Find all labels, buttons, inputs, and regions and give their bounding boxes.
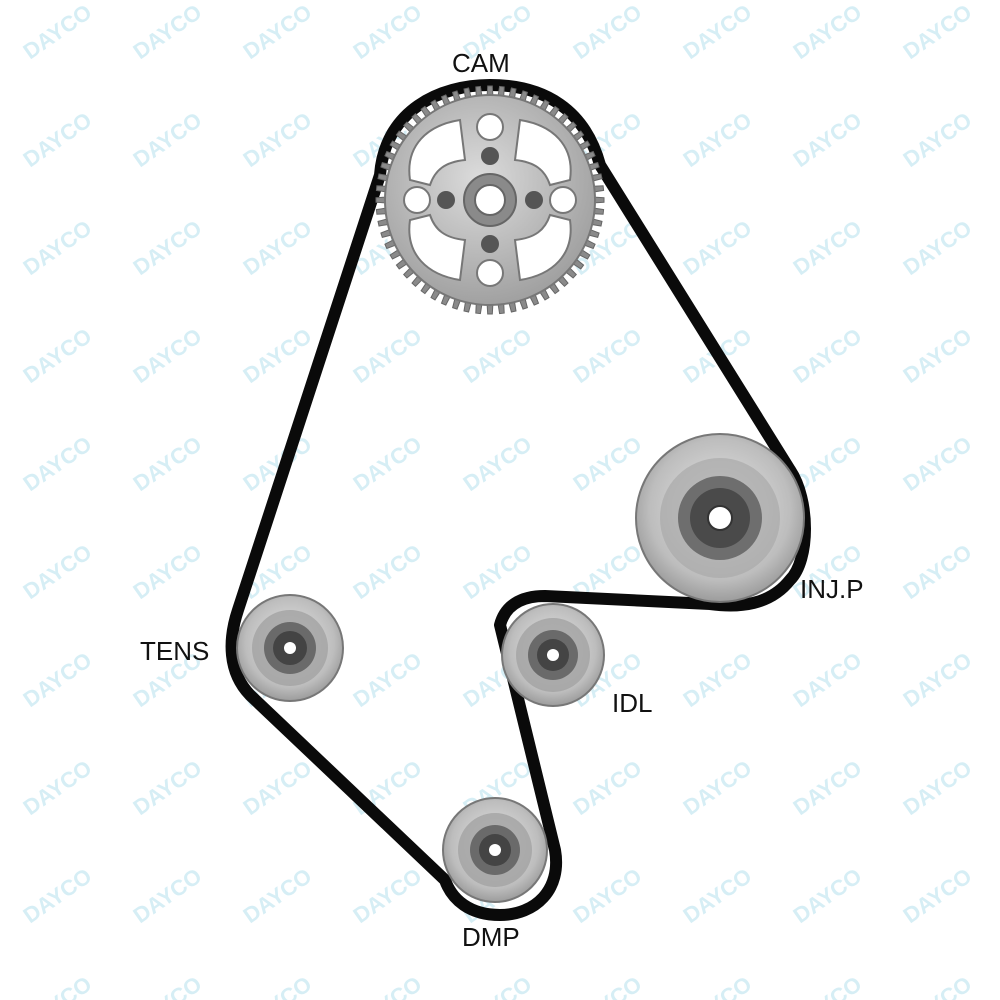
watermark-text: DAYCO [569, 863, 647, 928]
watermark-text: DAYCO [679, 107, 757, 172]
watermark-text: DAYCO [899, 755, 977, 820]
watermark-text: DAYCO [899, 323, 977, 388]
watermark-text: DAYCO [19, 647, 97, 712]
watermark-text: DAYCO [239, 755, 317, 820]
watermark-text: DAYCO [349, 0, 427, 64]
watermark-text: DAYCO [899, 971, 977, 1000]
watermark-text: DAYCO [569, 431, 647, 496]
watermark-text: DAYCO [459, 431, 537, 496]
label-damper: DMP [462, 922, 520, 952]
watermark-text: DAYCO [679, 971, 757, 1000]
watermark-text: DAYCO [789, 647, 867, 712]
watermark-text: DAYCO [899, 647, 977, 712]
watermark-text: DAYCO [899, 107, 977, 172]
watermark-text: DAYCO [569, 971, 647, 1000]
damper-pulley [442, 797, 548, 903]
watermark-text: DAYCO [679, 215, 757, 280]
watermark-text: DAYCO [789, 215, 867, 280]
watermark-text: DAYCO [19, 431, 97, 496]
label-tensioner: TENS [140, 636, 210, 666]
watermark-text: DAYCO [789, 107, 867, 172]
watermark-text: DAYCO [19, 971, 97, 1000]
watermark-text: DAYCO [239, 971, 317, 1000]
watermark-text: DAYCO [569, 755, 647, 820]
watermark-text: DAYCO [899, 0, 977, 64]
watermark-text: DAYCO [349, 647, 427, 712]
watermark-text: DAYCO [349, 539, 427, 604]
label-cam: CAM [452, 48, 510, 78]
watermark-text: DAYCO [129, 431, 207, 496]
cam-pulley [375, 85, 605, 315]
watermark-text: DAYCO [349, 971, 427, 1000]
watermark-text: DAYCO [129, 539, 207, 604]
watermark-text: DAYCO [899, 215, 977, 280]
watermark-text: DAYCO [789, 971, 867, 1000]
watermark-text: DAYCO [789, 755, 867, 820]
tensioner-pulley [236, 594, 344, 702]
watermark-text: DAYCO [899, 431, 977, 496]
watermark-text: DAYCO [349, 755, 427, 820]
watermark-text: DAYCO [459, 971, 537, 1000]
watermark-text: DAYCO [349, 431, 427, 496]
idler-pulley [501, 603, 605, 707]
watermark-text: DAYCO [129, 863, 207, 928]
timing-belt [225, 79, 811, 921]
watermark-text: DAYCO [19, 323, 97, 388]
watermark-text: DAYCO [459, 323, 537, 388]
watermark-text: DAYCO [239, 323, 317, 388]
watermark-text: DAYCO [129, 971, 207, 1000]
watermark-text: DAYCO [239, 215, 317, 280]
watermark-text: DAYCO [569, 323, 647, 388]
watermark-text: DAYCO [129, 0, 207, 64]
watermark-text: DAYCO [19, 0, 97, 64]
watermark-text: DAYCO [679, 647, 757, 712]
watermark-text: DAYCO [129, 755, 207, 820]
watermark-text: DAYCO [899, 863, 977, 928]
watermark-text: DAYCO [19, 539, 97, 604]
watermark-text: DAYCO [239, 863, 317, 928]
watermark-text: DAYCO [679, 0, 757, 64]
watermark-text: DAYCO [129, 107, 207, 172]
watermark-text: DAYCO [789, 863, 867, 928]
watermark-text: DAYCO [19, 107, 97, 172]
watermark-text: DAYCO [129, 215, 207, 280]
watermark-text: DAYCO [349, 323, 427, 388]
watermark-text: DAYCO [239, 107, 317, 172]
watermark-text: DAYCO [569, 0, 647, 64]
watermark-text: DAYCO [19, 863, 97, 928]
label-injection-pump: INJ.P [800, 574, 864, 604]
injection-pump-pulley [635, 433, 805, 603]
watermark-text: DAYCO [239, 0, 317, 64]
watermark-text: DAYCO [789, 0, 867, 64]
label-idler: IDL [612, 688, 653, 718]
watermark-text: DAYCO [19, 755, 97, 820]
watermark-text: DAYCO [679, 755, 757, 820]
watermark-text: DAYCO [899, 539, 977, 604]
watermark-text: DAYCO [129, 323, 207, 388]
watermark-text: DAYCO [789, 323, 867, 388]
watermark-text: DAYCO [19, 215, 97, 280]
watermark-text: DAYCO [349, 863, 427, 928]
watermark-text: DAYCO [679, 863, 757, 928]
